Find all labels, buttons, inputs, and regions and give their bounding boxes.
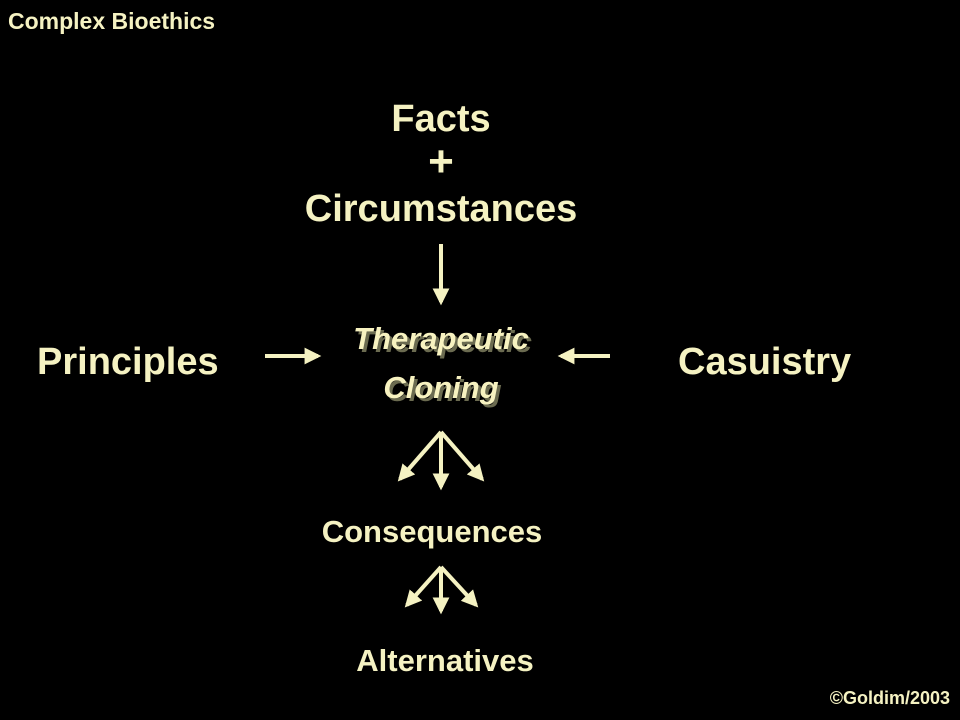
copyright-notice: ©Goldim/2003 xyxy=(829,688,950,708)
circumstances-label: Circumstances xyxy=(304,188,578,230)
alternatives-label: Alternatives xyxy=(356,643,534,678)
fan-arrows-to-alternatives xyxy=(404,565,479,615)
casuistry-label: Casuistry xyxy=(678,341,852,383)
plus-sign: + xyxy=(428,137,454,186)
facts-label: Facts xyxy=(391,98,491,140)
principles-label: Principles xyxy=(37,341,219,383)
fan-arrows-to-consequences xyxy=(397,430,485,491)
slide-header-title: Complex Bioethics xyxy=(8,8,216,34)
center-label-line2: Cloning xyxy=(383,370,499,405)
consequences-label: Consequences xyxy=(321,514,543,549)
center-label-line1: Therapeutic xyxy=(353,321,529,356)
